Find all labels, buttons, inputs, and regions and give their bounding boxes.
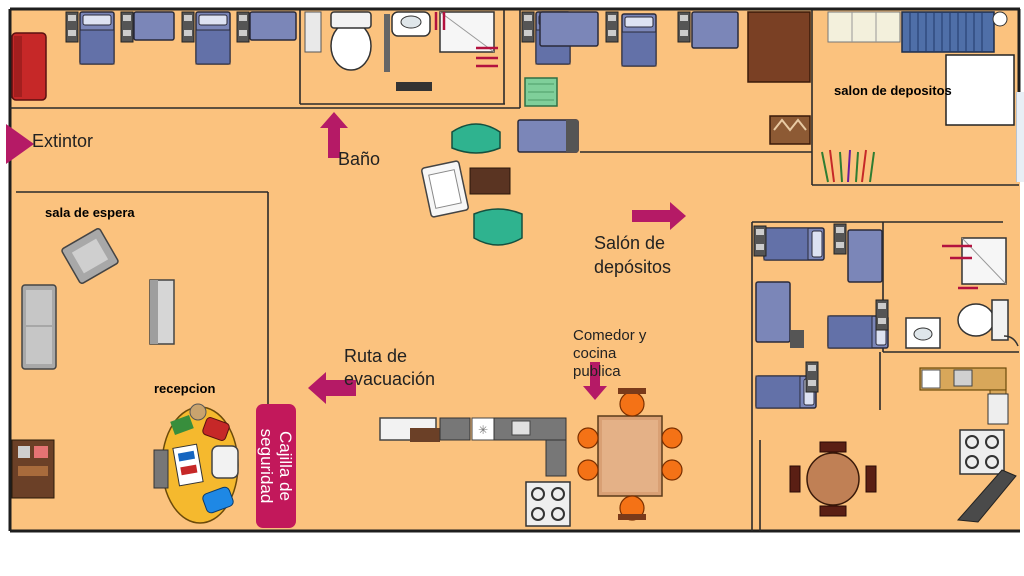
label-comedor: Comedor y cocina publica (573, 327, 647, 380)
label-ruta-evacuacion: Ruta de evacuación (344, 346, 436, 389)
svg-text:✳: ✳ (478, 423, 488, 437)
extinguisher-marker-icon (6, 124, 34, 164)
label-recepcion: recepcion (154, 381, 216, 396)
label-extintor: Extintor (32, 131, 94, 151)
arrow-down-icon (583, 362, 607, 400)
label-bano: Baño (338, 149, 381, 169)
label-cajilla-seguridad: Cajilla de seguridad (256, 404, 296, 528)
arrow-left-icon (308, 372, 356, 404)
label-salon-depositos: Salón de depósitos (594, 233, 672, 277)
label-cajilla-text: Cajilla de seguridad (257, 428, 295, 504)
label-salon-depositos-header: salon de depositos (834, 83, 952, 98)
arrow-right-icon (632, 202, 686, 230)
arrow-up-icon (320, 112, 348, 158)
label-sala-espera: sala de espera (45, 205, 135, 220)
side-panel (1016, 92, 1024, 182)
